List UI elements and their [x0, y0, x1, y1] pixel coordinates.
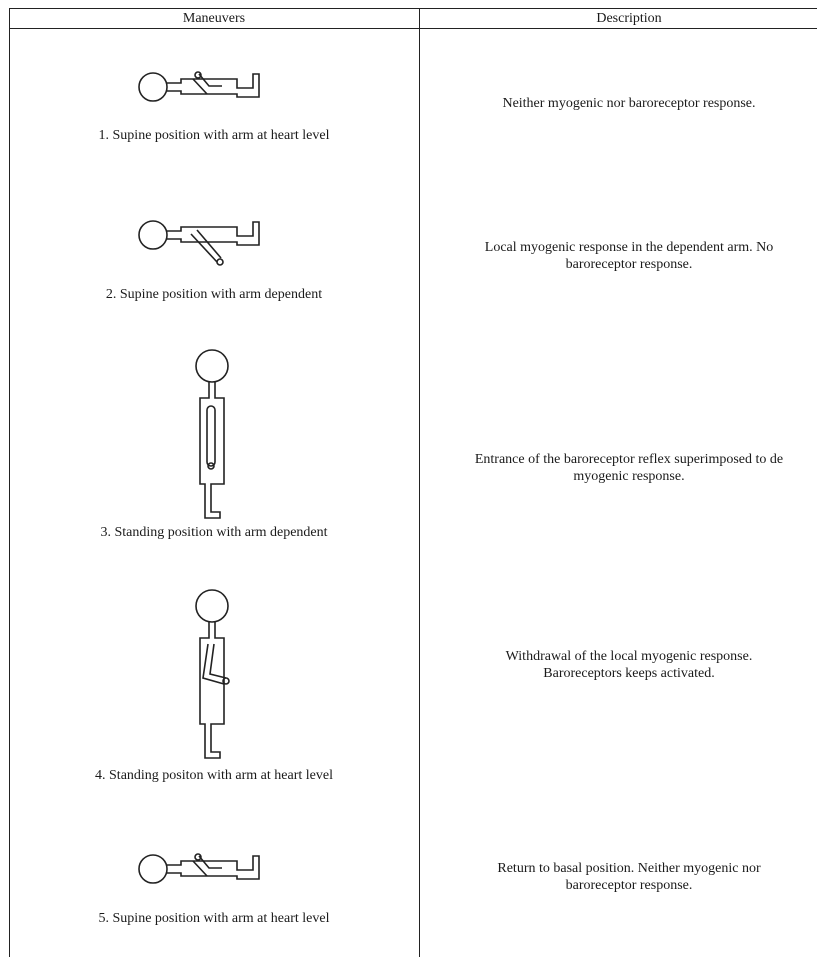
- row-4-description: Withdrawal of the local myogenic respons…: [419, 648, 817, 682]
- description-line: Entrance of the baroreceptor reflex supe…: [474, 452, 784, 467]
- description-line: baroreceptor response.: [565, 257, 693, 272]
- supine-arm-heart-level-figure-icon: [9, 66, 419, 106]
- supine-arm-dependent-figure-icon: [9, 214, 419, 276]
- header-maneuvers: Maneuvers: [182, 11, 246, 26]
- description-line: Return to basal position. Neither myogen…: [497, 861, 761, 876]
- standing-arm-heart-level-figure-icon: [9, 586, 419, 762]
- description-line: Neither myogenic nor baroreceptor respon…: [502, 96, 756, 111]
- description-line: Local myogenic response in the dependent…: [484, 240, 774, 255]
- column-divider: [419, 8, 420, 957]
- maneuver-caption: 2. Supine position with arm dependent: [105, 287, 323, 302]
- header-rule: [9, 28, 817, 29]
- description-line: myogenic response.: [573, 469, 685, 484]
- row-3-description: Entrance of the baroreceptor reflex supe…: [419, 451, 817, 485]
- standing-arm-dependent-figure-icon: [9, 346, 419, 522]
- description-line: baroreceptor response.: [565, 878, 693, 893]
- table-top-rule: [9, 8, 817, 9]
- row-1-description: Neither myogenic nor baroreceptor respon…: [419, 95, 817, 112]
- supine-arm-heart-level-figure-icon: [9, 848, 419, 888]
- maneuver-caption: 3. Standing position with arm dependent: [100, 525, 328, 540]
- row-2-description: Local myogenic response in the dependent…: [419, 239, 817, 273]
- header-description: Description: [596, 11, 662, 26]
- description-line: Baroreceptors keeps activated.: [543, 666, 715, 681]
- maneuver-caption: 4. Standing positon with arm at heart le…: [95, 768, 333, 783]
- maneuver-caption: 5. Supine position with arm at heart lev…: [98, 911, 330, 926]
- description-line: Withdrawal of the local myogenic respons…: [505, 649, 753, 664]
- row-5-description: Return to basal position. Neither myogen…: [419, 860, 817, 894]
- maneuvers-table: Maneuvers Description 1. Supine position…: [9, 8, 817, 957]
- left-border: [9, 8, 10, 957]
- maneuver-caption: 1. Supine position with arm at heart lev…: [98, 128, 330, 143]
